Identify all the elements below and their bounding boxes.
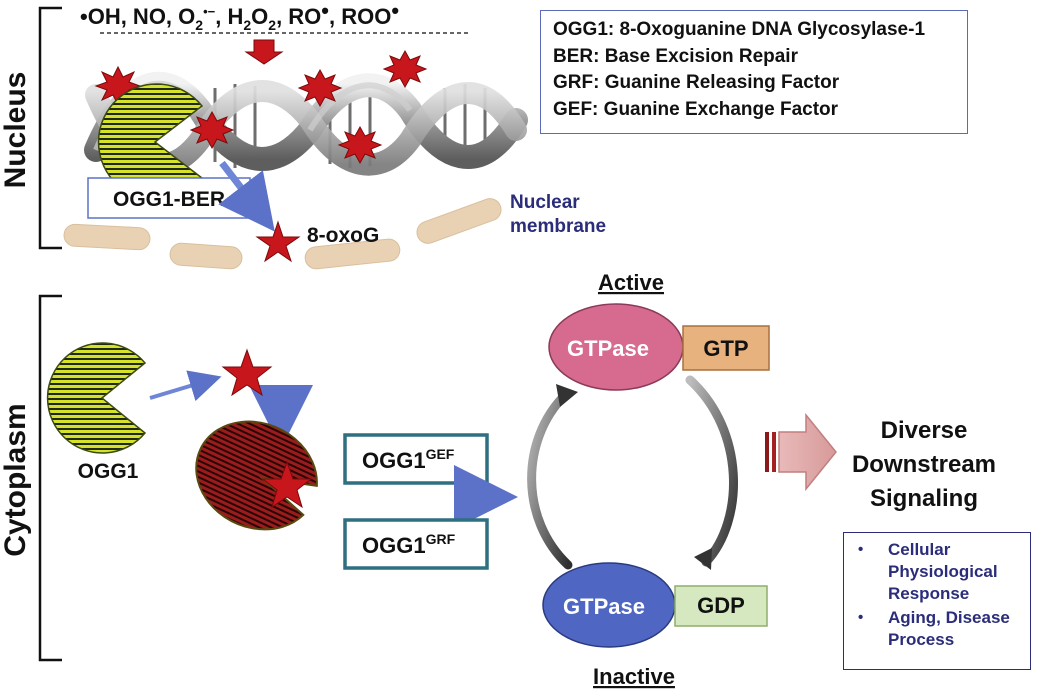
nuclear-membrane-label-2: membrane: [510, 216, 606, 237]
gtp-box: [682, 325, 770, 371]
ogg1-binding-arrow: [149, 370, 222, 402]
abbreviation-legend: OGG1: 8-Oxoguanine DNA Glycosylase-1 BER…: [540, 10, 968, 134]
legend-ogg1: OGG1: 8-Oxoguanine DNA Glycosylase-1: [553, 19, 926, 40]
oxog-star-nucleus: [255, 220, 301, 263]
outcome-item-aging: Aging, Disease Process: [854, 607, 1026, 651]
ogg1-oxog-complex: [195, 420, 318, 531]
ogg1-label: OGG1: [78, 460, 139, 483]
dna-lesion-star-2: [189, 110, 235, 150]
diverse-label-2: Downstream: [852, 451, 996, 478]
active-label: Active: [598, 270, 664, 295]
nuclear-membrane-label-1: Nuclear: [510, 192, 580, 213]
dna-lesion-star-4: [382, 49, 428, 89]
legend-ber: BER: Base Excision Repair: [553, 45, 798, 67]
outcomes-list: Cellular Physiological Response Aging, D…: [854, 539, 1026, 651]
nuclear-membrane: [63, 198, 502, 270]
inactive-label: Inactive: [593, 664, 675, 689]
dna-lesion-star-3: [297, 68, 343, 108]
oxog-star-cytoplasm: [221, 348, 273, 397]
ros-down-arrow: [244, 39, 284, 65]
dna-lesion-star-5: [337, 125, 383, 165]
gtpase-active-label: GTPase: [567, 336, 649, 361]
nucleus-label: Nucleus: [0, 72, 32, 189]
ogg1-ber-label: OGG1-BER: [113, 188, 225, 211]
gdp-box: [674, 585, 768, 627]
gtpase-inactive-label: GTPase: [563, 594, 645, 619]
ogg1-free-pacman: [46, 342, 147, 454]
ros-species-label: •OH, NO, O2•−, H2O2, RO•, ROO•: [80, 0, 399, 33]
diverse-label-1: Diverse: [881, 417, 968, 444]
ogg1-grf-label: OGG1GRF: [362, 531, 456, 558]
nucleus-bracket: [38, 6, 62, 250]
cytoplasm-bracket: [38, 294, 62, 662]
ogg1-gef-label: OGG1GEF: [362, 446, 455, 473]
cytoplasm-label: Cytoplasm: [0, 403, 32, 556]
outcomes-box: Cellular Physiological Response Aging, D…: [843, 532, 1031, 670]
legend-grf: GRF: Guanine Releasing Factor: [553, 72, 840, 93]
gtp-label: GTP: [703, 336, 748, 361]
oxog-star-complex: [261, 460, 313, 509]
excision-arrow: [218, 160, 275, 232]
outcome-item-physiological: Cellular Physiological Response: [854, 539, 1026, 605]
gtpase-cycle-arrows: [527, 375, 738, 570]
legend-gef: GEF: Guanine Exchange Factor: [553, 98, 839, 120]
gdp-label: GDP: [697, 593, 745, 618]
diverse-label-3: Signaling: [870, 485, 978, 512]
ogg1-grf-box: [343, 518, 489, 570]
signaling-arrow: [765, 412, 837, 492]
oxog-label: 8-oxoG: [307, 224, 379, 247]
